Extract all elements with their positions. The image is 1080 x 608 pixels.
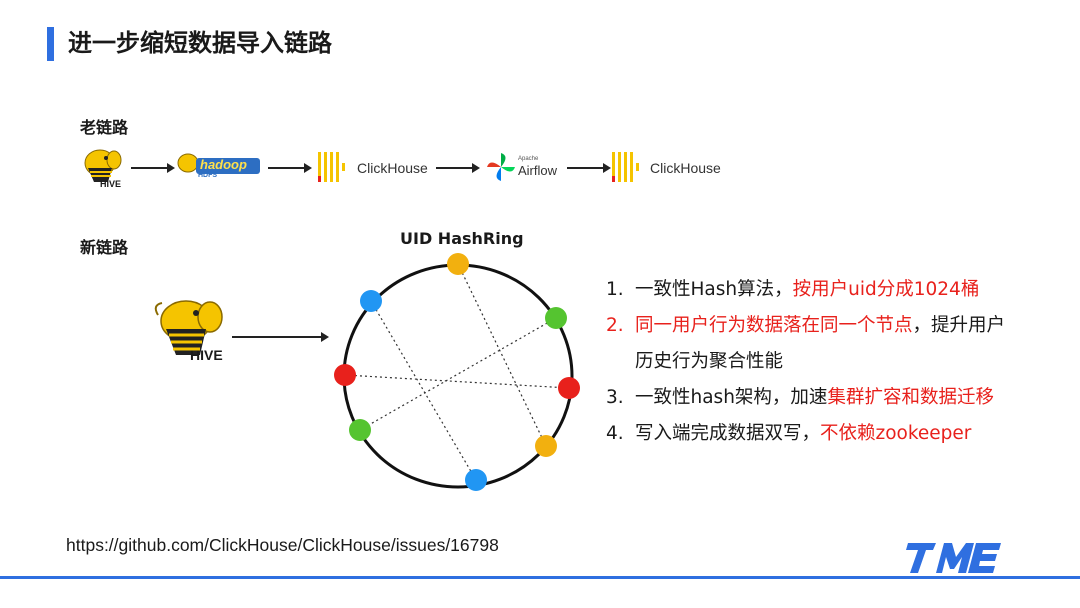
arrow-1 [131, 163, 175, 173]
list-item-3: 3. 一致性hash架构，加速集群扩容和数据迁移 [606, 380, 1005, 416]
clickhouse-label-2: ClickHouse [650, 160, 721, 176]
list-num: 4. [606, 423, 624, 444]
list-text: 历史行为聚合性能 [635, 351, 784, 372]
ring-node-blue-left [360, 290, 382, 312]
arrow-3 [436, 163, 480, 173]
hive-icon: HIVE [78, 146, 126, 192]
list-text-highlight: 同一用户行为数据落在同一个节点 [635, 315, 913, 336]
hadoop-logo-text: hadoop [200, 157, 247, 172]
ring-node-red-left [334, 364, 356, 386]
list-text-highlight: 集群扩容和数据迁移 [827, 387, 994, 408]
list-text: 一致性hash架构，加速 [635, 387, 828, 408]
new-pipeline-label: 新链路 [80, 238, 129, 257]
clickhouse-label-1: ClickHouse [357, 160, 428, 176]
ring-node-red-right [558, 377, 580, 399]
tme-logo-icon [906, 543, 1001, 573]
airflow-icon [486, 152, 516, 182]
list-text: ，提升用户 [912, 315, 1006, 336]
list-text: 写入端完成数据双写， [635, 423, 821, 444]
arrow-4 [567, 163, 611, 173]
list-num: 2. [606, 315, 624, 336]
list-text: 一致性Hash算法， [635, 279, 793, 300]
ring-node-green-right [545, 307, 567, 329]
chord-3 [359, 317, 557, 431]
arrow-to-ring [232, 332, 329, 342]
chord-4 [344, 374, 570, 389]
list-num: 1. [606, 279, 624, 300]
hadoop-icon: hadoop HDFS [176, 150, 262, 182]
airflow-brand-small: Apache [518, 156, 539, 162]
list-item-2: 2. 同一用户行为数据落在同一个节点，提升用户 [606, 308, 1005, 344]
ring-node-orange-top [447, 253, 469, 275]
airflow-label: Airflow [518, 163, 558, 178]
page-title: 进一步缩短数据导入链路 [68, 29, 332, 57]
list-text-highlight: 不依赖zookeeper [820, 423, 972, 444]
list-text-highlight: 按用户uid分成1024桶 [792, 279, 980, 300]
list-item-4: 4. 写入端完成数据双写，不依赖zookeeper [606, 416, 1005, 452]
hash-ring [334, 253, 580, 491]
old-pipeline-label: 老链路 [80, 118, 129, 137]
arrow-2 [268, 163, 312, 173]
source-link[interactable]: https://github.com/ClickHouse/ClickHouse… [66, 535, 499, 555]
feature-list: 1. 一致性Hash算法，按用户uid分成1024桶 2. 同一用户行为数据落在同一… [606, 272, 1005, 452]
ring-node-orange-bottom [535, 435, 557, 457]
footer-divider [0, 576, 1080, 579]
chord-2 [370, 300, 477, 481]
hive-icon-large: HIVE [150, 295, 230, 367]
list-item-2-continued: 历史行为聚合性能 [606, 344, 1005, 380]
ring-title: UID HashRing [400, 229, 524, 248]
ring-node-green-left [349, 419, 371, 441]
list-num: 3. [606, 387, 624, 408]
list-item-1: 1. 一致性Hash算法，按用户uid分成1024桶 [606, 272, 1005, 308]
clickhouse-icon-2 [612, 152, 642, 182]
hive-logo-text: HIVE [100, 179, 122, 189]
hadoop-sub-text: HDFS [198, 172, 218, 179]
title-accent-bar [47, 27, 54, 61]
hive-logo-text-large: HIVE [190, 347, 223, 363]
ring-node-blue-bottom [465, 469, 487, 491]
chord-1 [457, 263, 547, 447]
clickhouse-icon [318, 152, 348, 182]
